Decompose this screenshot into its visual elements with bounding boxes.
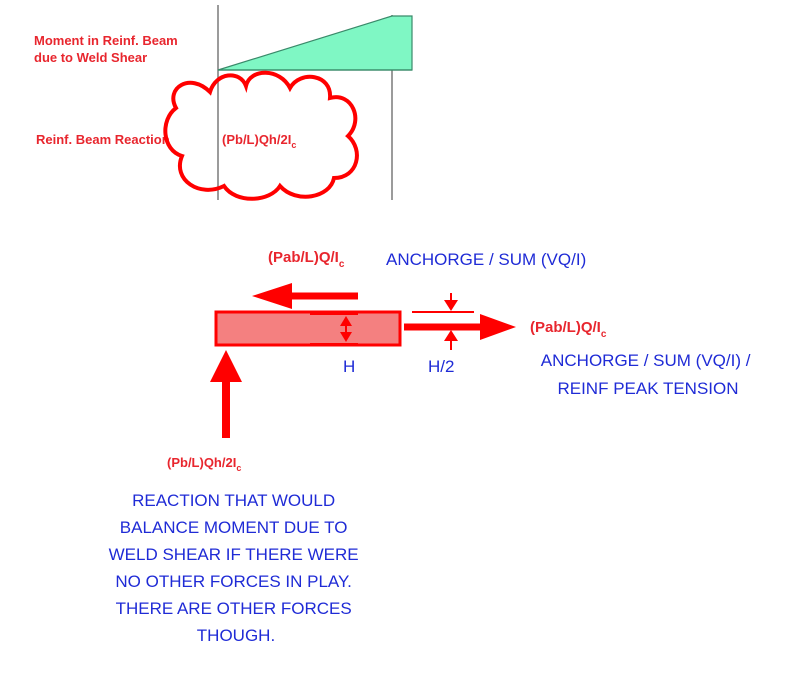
note-line-4: NO OTHER FORCES IN PLAY.	[115, 572, 351, 591]
top-force-formula-sub: c	[339, 259, 345, 270]
reaction-formula-top-sub: c	[291, 140, 296, 150]
reaction-formula-top: (Pb/L)Qh/2I	[222, 132, 291, 147]
svg-text:Moment in Reinf. Beam due: Moment in Reinf. Beam due to Weld Shear	[34, 33, 181, 65]
note-line-3: WELD SHEAR IF THERE WERE	[109, 545, 359, 564]
bottom-force-formula-sub: c	[236, 463, 241, 473]
note-line-1: REACTION THAT WOULD	[132, 491, 335, 510]
right-force-formula: (Pab/L)Q/I	[530, 319, 601, 336]
right-force-formula-sub: c	[601, 329, 607, 340]
svg-text:(Pb/L)Qh/2Ic: (Pb/L)Qh/2Ic	[222, 132, 296, 150]
right-arrow-head	[480, 314, 516, 340]
moment-label-line2: due to Weld Shear	[34, 50, 147, 65]
svg-text:(Pab/L)Q/Ic: (Pab/L)Q/Ic	[268, 249, 345, 270]
note-line-6: THOUGH.	[197, 626, 275, 645]
h2-label: H/2	[428, 357, 454, 376]
svg-text:(Pab/L)Q/Ic: (Pab/L)Q/Ic	[530, 319, 607, 340]
h-label: H	[343, 357, 355, 376]
reaction-label: Reinf. Beam Reaction	[36, 132, 170, 147]
beam-bar	[214, 310, 402, 347]
h-dim-arrow-up	[340, 316, 352, 326]
svg-text:REACTION THAT WOULD BALANC: REACTION THAT WOULD BALANCE MOMENT DUE T…	[109, 491, 364, 645]
svg-text:ANCHORGE / SUM (VQ/I) / RE: ANCHORGE / SUM (VQ/I) / REINF PEAK TENSI…	[541, 351, 755, 398]
h-dim-arrow-down	[340, 332, 352, 342]
note-line-2: BALANCE MOMENT DUE TO	[120, 518, 348, 537]
h2-arrow-up	[444, 330, 458, 341]
note-line-5: THERE ARE OTHER FORCES	[116, 599, 352, 618]
left-arrow-head	[252, 283, 292, 309]
top-anchor-text: ANCHORGE / SUM (VQ/I)	[386, 250, 586, 269]
moment-diagram-fill	[217, 15, 413, 71]
bottom-force-formula: (Pb/L)Qh/2I	[167, 455, 236, 470]
up-arrow-head	[210, 350, 242, 382]
right-text-line2: REINF PEAK TENSION	[557, 379, 738, 398]
top-force-formula: (Pab/L)Q/I	[268, 249, 339, 266]
revision-cloud	[163, 70, 359, 201]
h2-arrow-down	[444, 300, 458, 311]
moment-label-line1: Moment in Reinf. Beam	[34, 33, 178, 48]
svg-text:(Pb/L)Qh/2Ic: (Pb/L)Qh/2Ic	[167, 455, 241, 473]
right-text-line1: ANCHORGE / SUM (VQ/I) /	[541, 351, 751, 370]
